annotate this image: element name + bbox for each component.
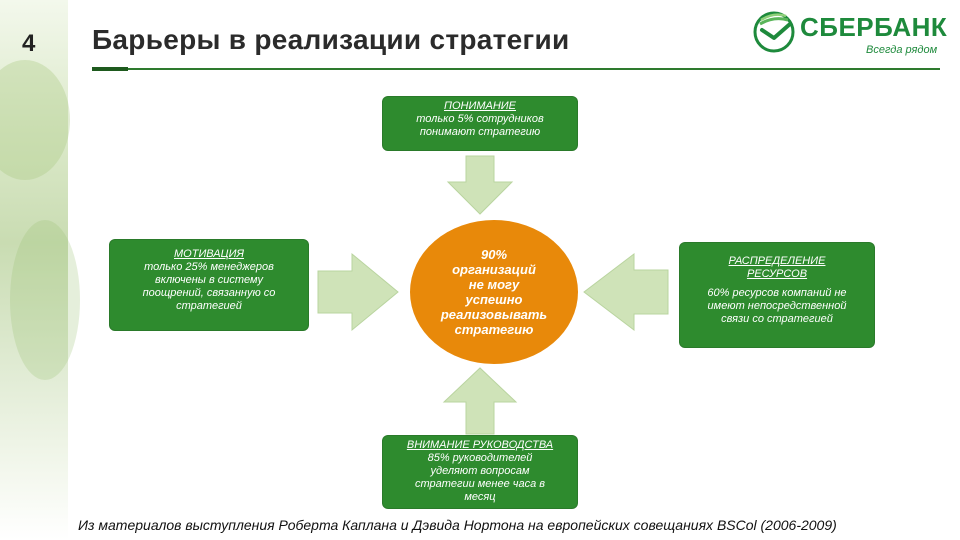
decorative-side-strip bbox=[0, 0, 80, 540]
barrier-text-line: понимают стратегию bbox=[419, 126, 541, 138]
decorative-leaf-shape bbox=[10, 220, 80, 380]
center-text-line: успешно bbox=[465, 292, 523, 307]
barrier-heading: МОТИВАЦИЯ bbox=[174, 248, 244, 260]
arrow-left bbox=[583, 252, 669, 332]
title-underline bbox=[92, 68, 940, 70]
barrier-box-management-attention: ВНИМАНИЕ РУКОВОДСТВА 85% руководителей у… bbox=[383, 436, 577, 508]
center-text-line: 90% bbox=[480, 247, 508, 262]
barrier-text-line: включены в систему bbox=[155, 274, 263, 286]
barrier-heading: ПОНИМАНИЕ bbox=[444, 100, 516, 112]
barrier-text-line: только 25% менеджеров bbox=[144, 261, 274, 273]
center-text-line: организаций bbox=[452, 262, 536, 277]
source-footnote: Из материалов выступления Роберта Каплан… bbox=[78, 517, 837, 533]
sberbank-logo-icon bbox=[753, 11, 795, 53]
logo-name: СБЕРБАНК bbox=[800, 12, 948, 42]
barrier-heading: ВНИМАНИЕ РУКОВОДСТВА bbox=[406, 439, 554, 451]
barrier-text-line: имеют непосредственной bbox=[707, 300, 847, 312]
barrier-text-line: стратегией bbox=[176, 300, 242, 312]
barrier-box-resources: РАСПРЕДЕЛЕНИЕ РЕСУРСОВ 60% ресурсов комп… bbox=[680, 243, 874, 347]
barrier-text-line: поощрений, связанную со bbox=[142, 287, 276, 299]
title-underline-accent bbox=[92, 67, 128, 71]
logo-tagline: Всегда рядом bbox=[866, 44, 938, 56]
barrier-text-line: 85% руководителей bbox=[427, 452, 533, 464]
barrier-text-line: только 5% сотрудников bbox=[416, 113, 544, 125]
page-title: Барьеры в реализации стратегии bbox=[92, 24, 570, 55]
slide-number: 4 bbox=[22, 30, 36, 57]
center-text-line: не могу bbox=[468, 277, 520, 292]
barrier-text-line: уделяют вопросам bbox=[430, 465, 530, 477]
barrier-box-understanding: ПОНИМАНИЕ только 5% сотрудников понимают… bbox=[383, 97, 577, 150]
barrier-heading: РАСПРЕДЕЛЕНИЕ bbox=[728, 255, 826, 267]
arrow-right bbox=[317, 252, 399, 332]
barrier-heading: РЕСУРСОВ bbox=[746, 268, 808, 280]
center-statement: 90% организаций не могу успешно реализов… bbox=[410, 220, 578, 364]
barrier-text-line: связи со стратегией bbox=[721, 313, 833, 325]
barrier-box-motivation: МОТИВАЦИЯ только 25% менеджеров включены… bbox=[110, 240, 308, 330]
barrier-text-line: 60% ресурсов компаний не bbox=[707, 287, 847, 299]
center-text-line: стратегию bbox=[454, 322, 534, 337]
center-text-line: реализовывать bbox=[440, 307, 548, 322]
arrow-up bbox=[442, 367, 518, 435]
barrier-text-line: стратегии менее часа в bbox=[414, 478, 545, 490]
decorative-leaf-shape bbox=[0, 60, 70, 180]
barrier-text-line: месяц bbox=[464, 491, 496, 503]
arrow-down bbox=[446, 155, 514, 215]
